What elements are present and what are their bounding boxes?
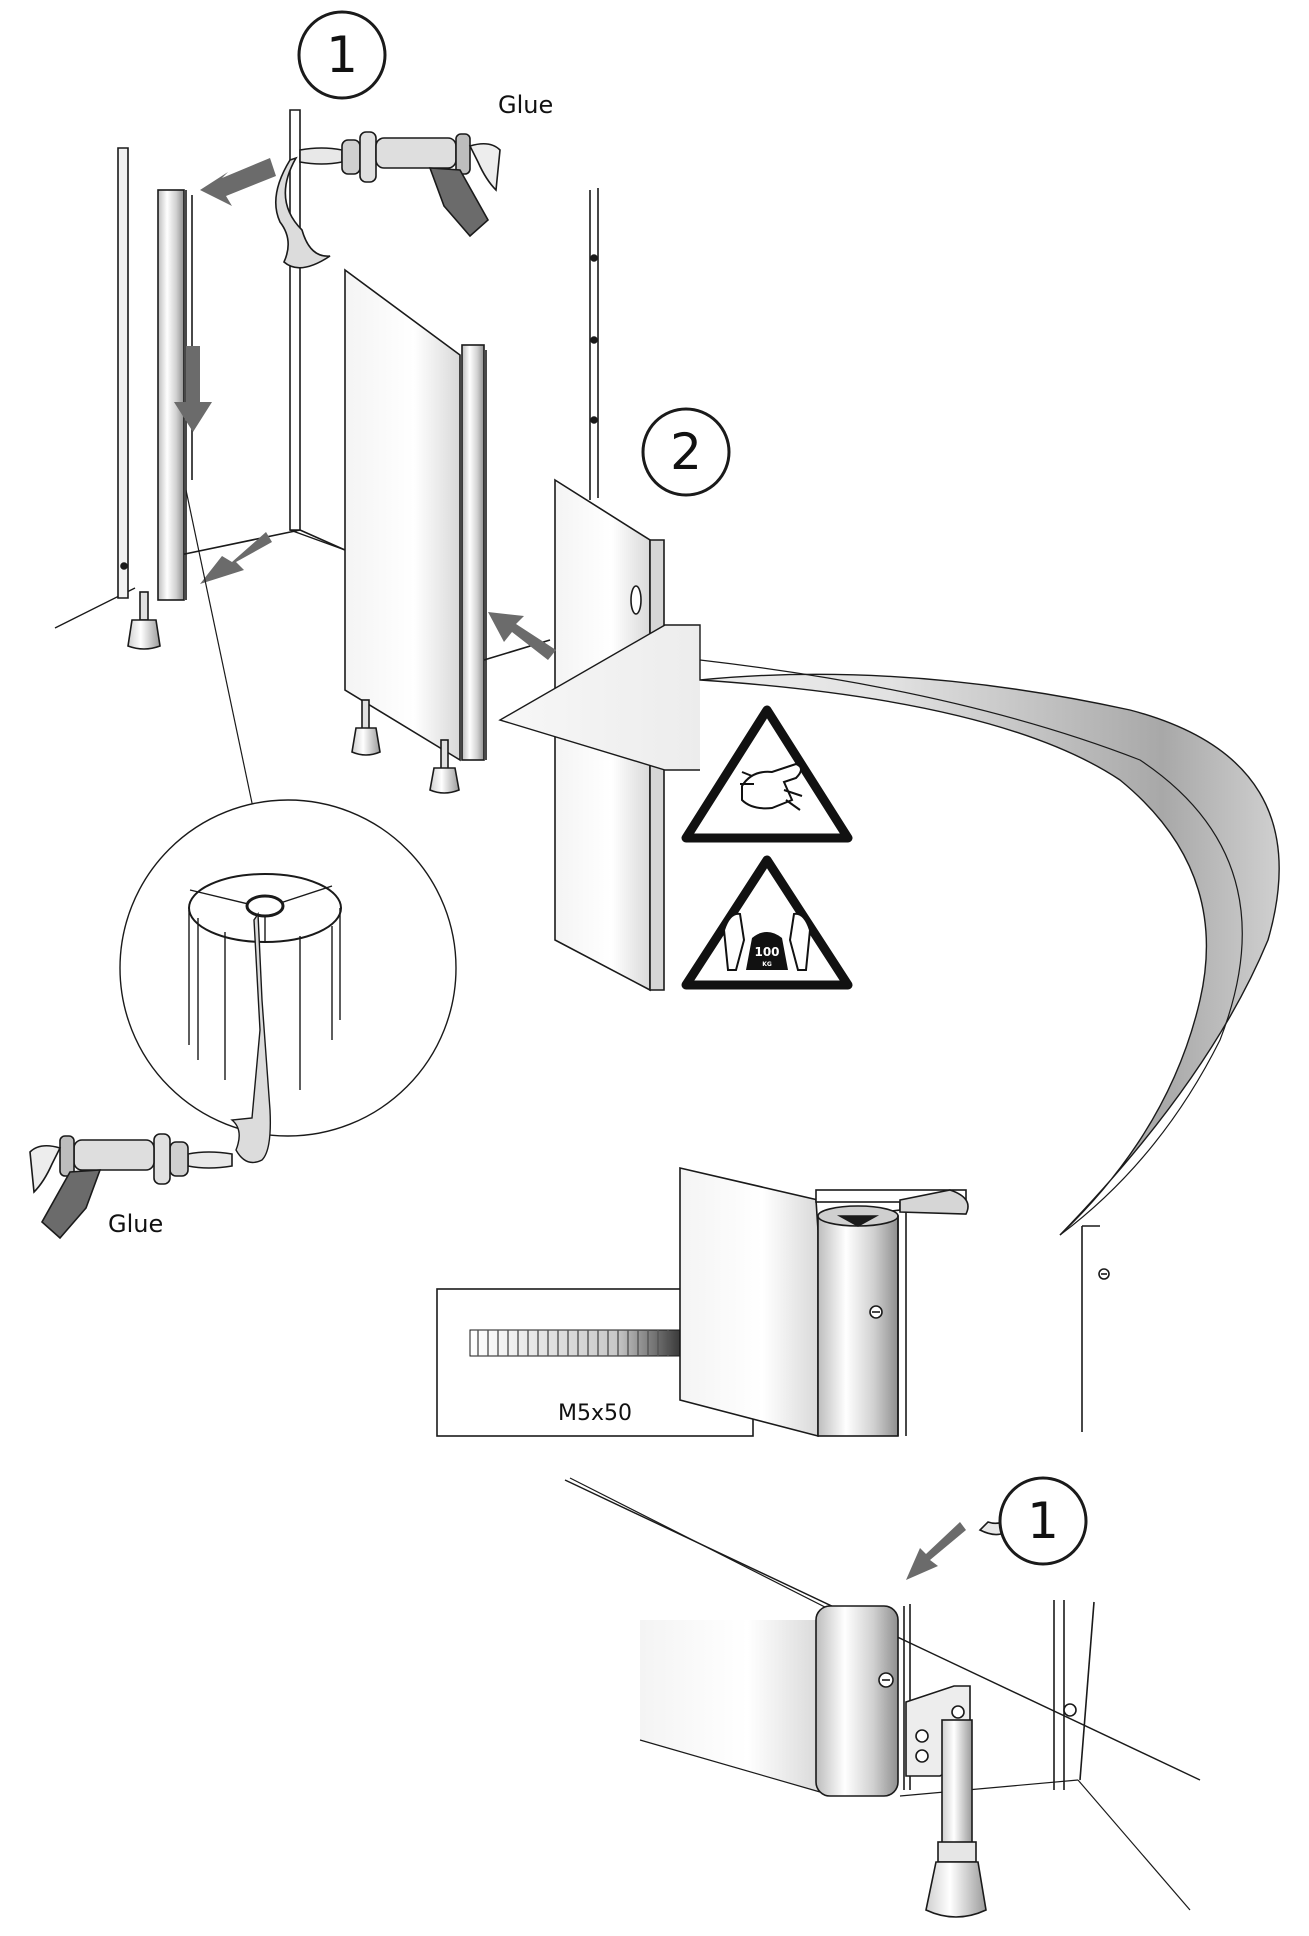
- svg-text:100: 100: [754, 945, 779, 959]
- arrow-down-left: [174, 346, 212, 432]
- bottom-corner-detail: [569, 1477, 1191, 1918]
- detail-magnifier: [119, 489, 457, 1164]
- screw-spec-label: M5x50: [558, 1401, 632, 1426]
- two-person-lift-warning-icon: 100 KG: [681, 855, 853, 990]
- step-circle-2: 2: [641, 407, 731, 497]
- flow-ribbon-arrow: [498, 624, 1280, 1236]
- step-circle-1-bottom: 1: [998, 1476, 1088, 1566]
- glue-gun-bottom: [29, 1133, 233, 1240]
- svg-text:KG: KG: [762, 961, 772, 968]
- step-circle-1-top: 1: [297, 10, 387, 100]
- gloves-warning-icon: [681, 705, 853, 843]
- arrow-to-door: [488, 612, 556, 660]
- svg-text:1: 1: [1027, 1492, 1059, 1550]
- arrow-bottom-screw: [906, 1522, 966, 1580]
- svg-text:2: 2: [670, 423, 702, 481]
- glue-gun-top: [274, 131, 501, 269]
- glue-label-top: Glue: [498, 91, 553, 119]
- svg-text:1: 1: [326, 26, 358, 84]
- middle-cabinet: [344, 188, 599, 794]
- left-cabinet: [117, 109, 346, 650]
- arrow-left-top: [200, 158, 276, 206]
- arrow-left-bottom: [200, 532, 272, 584]
- hinge-detail: [679, 1166, 1110, 1438]
- glue-label-bottom: Glue: [108, 1210, 163, 1238]
